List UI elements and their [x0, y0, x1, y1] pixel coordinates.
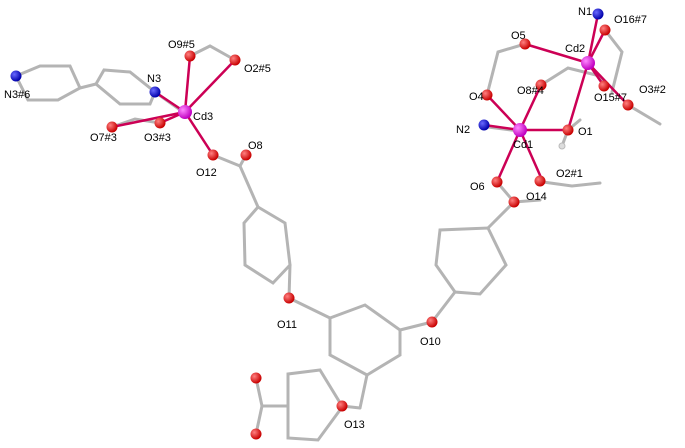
atom-o13	[336, 400, 348, 412]
label-o8: O8	[248, 140, 263, 152]
carboxylate-o4-o5	[485, 42, 527, 97]
cadmium-atoms	[178, 56, 595, 137]
label-cd1: Cd1	[513, 139, 533, 151]
label-n3-6: N3#6	[4, 89, 30, 101]
atom-o8	[240, 149, 252, 161]
label-o13: O13	[344, 419, 365, 431]
label-cd2: Cd2	[565, 43, 585, 55]
label-o9-5: O9#5	[168, 39, 195, 51]
oxygen-atoms	[106, 24, 634, 440]
atom-o12	[207, 149, 219, 161]
benzene-ring-lower	[286, 368, 344, 442]
atom-o15-7	[598, 80, 610, 92]
carboxylate-o16	[603, 28, 624, 94]
atom-o3-3	[154, 117, 166, 129]
label-o8-4: O8#4	[517, 85, 544, 97]
label-o2-1: O2#1	[556, 168, 583, 180]
label-o15-7: O15#7	[594, 92, 627, 104]
atom-o2-5	[229, 54, 241, 66]
label-o3-2: O3#2	[639, 84, 666, 96]
label-o2-5: O2#5	[244, 63, 271, 75]
atom-n3-6	[10, 70, 22, 82]
label-n3: N3	[147, 73, 161, 85]
atom-cd1	[513, 123, 527, 137]
label-o10: O10	[420, 336, 441, 348]
label-o11: O11	[277, 319, 297, 331]
ligand-bonds	[13, 28, 662, 442]
label-o16-7: O16#7	[614, 14, 647, 26]
atom-o14	[508, 196, 520, 208]
atom-o3-2	[622, 99, 634, 111]
atom-o11	[283, 292, 295, 304]
label-o3-3: O3#3	[144, 132, 171, 144]
label-cd3: Cd3	[193, 111, 213, 123]
benzene-ring-central	[328, 303, 402, 377]
label-o1: O1	[578, 126, 593, 138]
atom-o-carboxyl-lower	[250, 428, 262, 440]
benzene-ring-upper	[242, 205, 292, 285]
carboxylate-o9-o2	[188, 44, 237, 62]
carboxylate-o3	[626, 103, 662, 126]
label-o6: O6	[470, 181, 485, 193]
atom-o6	[491, 176, 503, 188]
label-o5: O5	[511, 30, 526, 42]
atom-n2	[478, 119, 490, 131]
atom-o7-3	[106, 121, 118, 133]
carboxylate-o8-o15	[539, 66, 602, 87]
atom-cd2	[581, 56, 595, 70]
label-o12: O12	[196, 167, 217, 179]
atom-o5	[519, 38, 531, 50]
carboxylate-o2	[541, 180, 602, 188]
label-o4: O4	[469, 91, 484, 103]
label-o7-3: O7#3	[90, 132, 117, 144]
atom-o8-4	[535, 79, 547, 91]
benzene-ring-right	[434, 226, 508, 296]
atom-labels: N1 O16#7 O5 Cd2 O3#2 O8#4 O15#7 O4 O1 N2…	[4, 6, 666, 431]
coordination-bonds	[110, 12, 630, 184]
atom-o-carboxyl-upper	[250, 372, 262, 384]
hydrogen-atom	[558, 142, 566, 150]
atom-n3	[149, 86, 161, 98]
atom-cd3	[178, 105, 192, 119]
atom-n1	[592, 8, 604, 20]
nitrogen-atoms	[10, 8, 604, 131]
label-n1: N1	[578, 6, 592, 18]
atom-o1	[562, 124, 574, 136]
label-o14: O14	[526, 191, 547, 203]
atom-o2-1	[534, 175, 546, 187]
atom-o4	[481, 89, 493, 101]
label-n2: N2	[456, 124, 470, 136]
atom-o10	[426, 316, 438, 328]
atom-o9-5	[184, 50, 196, 62]
atom-o16-7	[599, 24, 611, 36]
